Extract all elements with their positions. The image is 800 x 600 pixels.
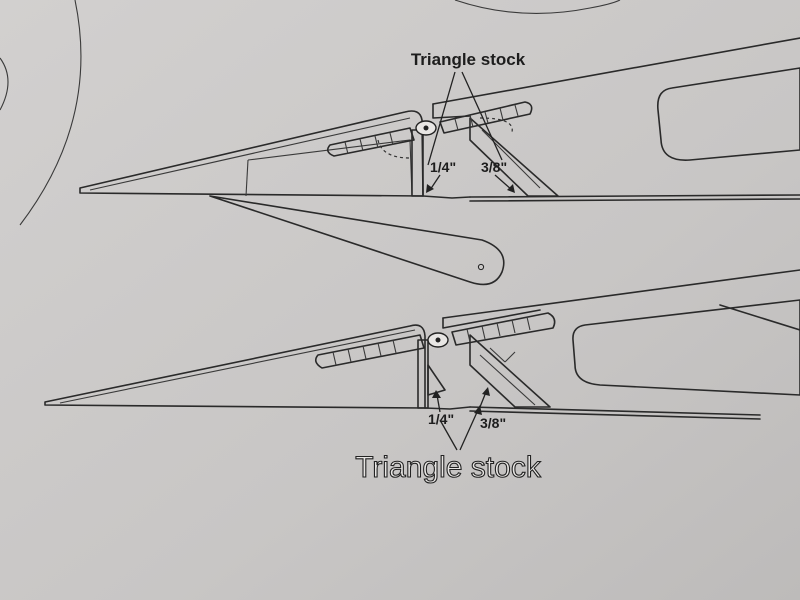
bottom-control-surface-inner — [59, 329, 416, 404]
background-arc-top — [454, 0, 621, 14]
top-dim-right: 3/8" — [481, 159, 507, 175]
bottom-fixed-lower — [469, 406, 761, 416]
bottom-diagram: 1/4" 3/8" Triangle stock — [44, 269, 800, 485]
bottom-hinge-left-barrel — [314, 334, 425, 369]
top-hinge-swing-arc-2 — [479, 117, 513, 133]
top-diagram: Triangle stock 1/4" 3/8" — [79, 37, 800, 286]
top-hinge — [326, 101, 533, 159]
top-control-horn-line — [245, 159, 249, 197]
bottom-hinge-right-barrel — [451, 312, 556, 346]
background-curve — [19, 0, 82, 226]
top-fixed-leading-edge — [432, 103, 471, 119]
bottom-triangle-stock-right — [469, 334, 551, 408]
top-dim-left: 1/4" — [430, 159, 456, 175]
bottom-fixed-lower2 — [469, 410, 761, 420]
bottom-triangle-stock-right-inner — [479, 347, 536, 406]
top-hinge-gap — [422, 195, 471, 199]
top-hinge-left-barrel — [326, 127, 415, 157]
bottom-dim-left: 1/4" — [428, 411, 454, 427]
bottom-dim-right: 3/8" — [480, 415, 506, 431]
top-fixed-surface — [432, 37, 800, 105]
top-control-horn — [209, 195, 505, 286]
top-lightening-hole — [656, 67, 800, 161]
bottom-triangle-stock-label: Triangle stock — [355, 451, 542, 484]
bottom-fixed-leading — [442, 309, 541, 329]
bottom-fixed-surface — [442, 269, 800, 319]
top-control-surface-inner — [89, 117, 411, 191]
top-triangle-stock-right-inner — [481, 129, 541, 189]
bottom-lightening-hole — [572, 299, 800, 396]
top-fixed-surface-lower — [469, 194, 800, 198]
top-triangle-stock-label: Triangle stock — [411, 50, 526, 69]
background-curve-small — [0, 57, 9, 111]
bottom-control-surface — [44, 324, 426, 409]
top-triangle-stock-right — [469, 117, 559, 197]
top-horn-hole — [477, 263, 485, 271]
bottom-lightening-hole-2 — [719, 304, 800, 331]
top-fixed-surface-lower2 — [469, 198, 800, 202]
bottom-hinge — [314, 312, 556, 369]
bottom-hinge-gap — [424, 406, 471, 410]
top-hinge-swing-arc — [377, 139, 411, 159]
top-hinge-right-barrel — [439, 101, 533, 134]
